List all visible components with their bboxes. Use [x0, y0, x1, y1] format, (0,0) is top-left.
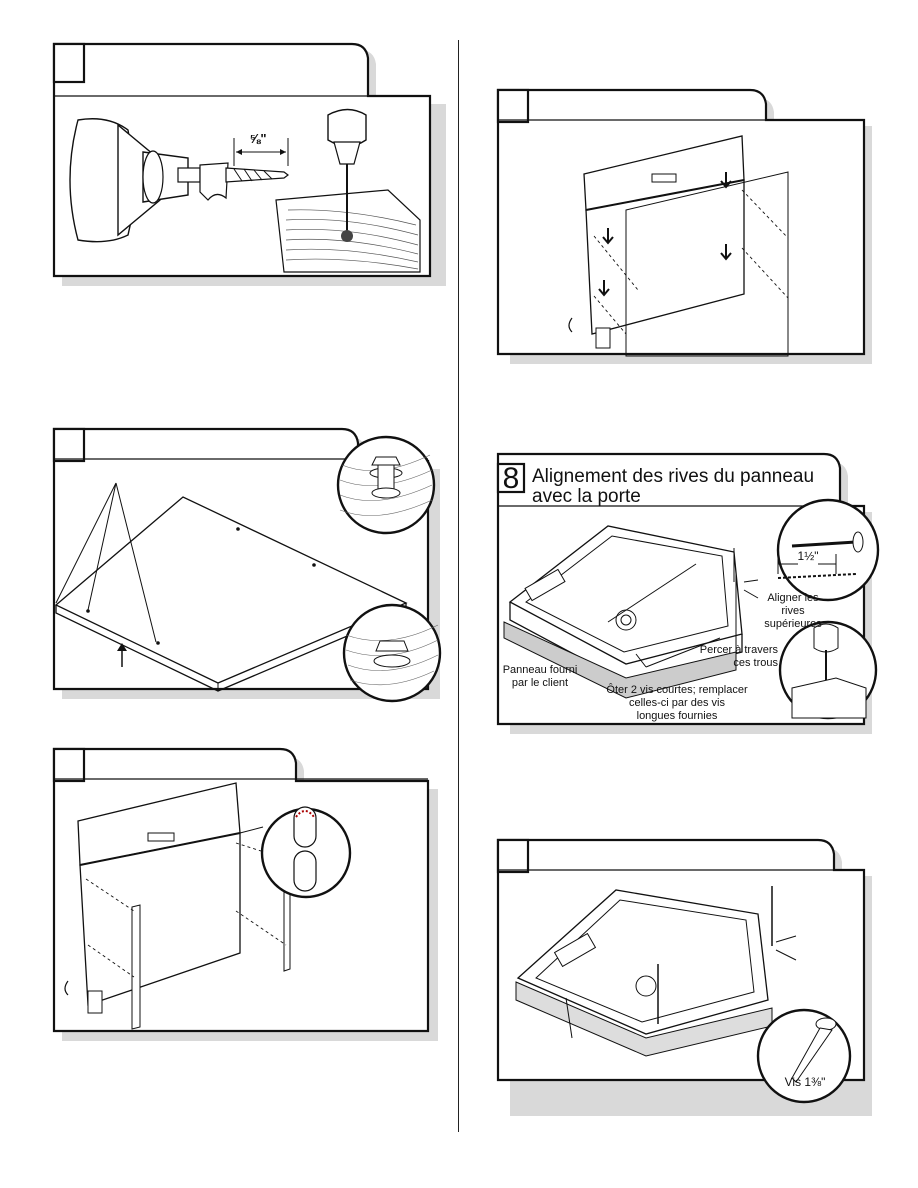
drill-bit-dimension-label: ⅝" [249, 131, 267, 146]
step-number-box [52, 747, 86, 783]
panel-door-brackets [48, 745, 438, 1041]
align-edges-label: Aligner les rives supérieures [764, 592, 822, 630]
screw-positions-illustration [52, 427, 442, 703]
panel-final-screws: Vis 1⅜" [496, 838, 872, 1116]
step-number-box [496, 88, 530, 124]
final-screw-label: Vis 1⅜" [784, 1075, 826, 1089]
step-number-box [496, 838, 530, 874]
measure-label: 1½" [797, 549, 819, 563]
step-8-illustration [496, 452, 880, 734]
door-alignment-illustration [496, 88, 872, 364]
step-number-box [52, 42, 86, 84]
panel-drill-bit: ⅝" [48, 40, 446, 286]
step-number-box [496, 462, 526, 494]
panel-door-alignment [496, 88, 872, 364]
step-number-box [52, 427, 86, 463]
drill-bit-illustration [52, 42, 446, 286]
step-8-title-line-2: avec la porte [532, 486, 641, 507]
column-divider [458, 40, 459, 1132]
panel-step-8: 8 Alignement des rives du panneau avec l… [496, 452, 880, 734]
drill-through-label: Percer à travers ces trous [699, 644, 778, 669]
door-brackets-illustration [52, 747, 438, 1041]
step-8-number: 8 [502, 462, 520, 495]
step-8-title-line-1: Alignement des rives du panneau [532, 466, 815, 487]
replace-screws-label: Ôter 2 vis courtes; remplacer celles-ci … [606, 684, 748, 722]
final-screws-illustration [496, 838, 872, 1116]
customer-panel-label: Panneau fourni par le client [502, 664, 578, 689]
panel-screw-positions [48, 425, 458, 703]
